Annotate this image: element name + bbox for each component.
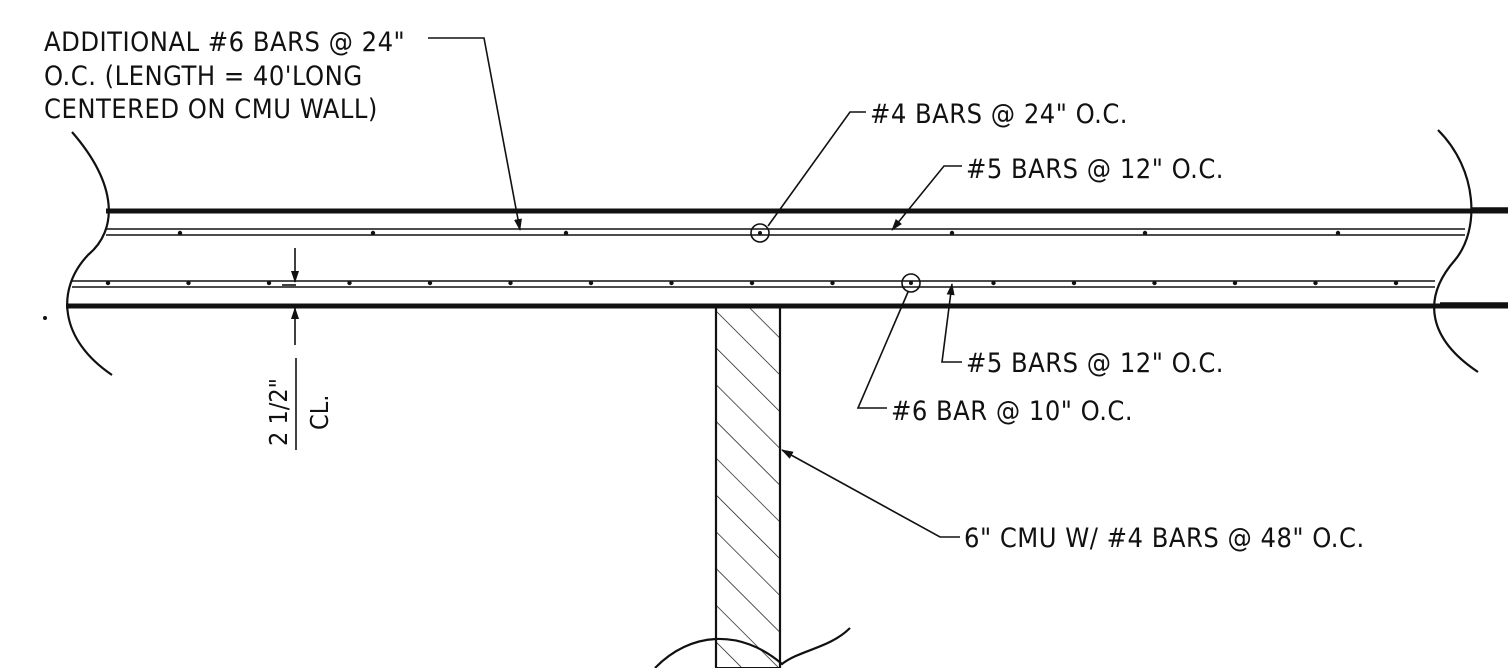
leader-bottom-bars-6 [856,291,909,409]
rebar-callout-circle-top [750,223,770,243]
note-additional-bars-line-3: CENTERED ON CMU WALL) [44,94,378,125]
rebar-callout-circle-bottom [901,273,921,293]
rebar-dot [588,280,594,286]
rebar-circle-dot-bottom [909,281,913,285]
rebar-dot [508,280,513,286]
top-rebar-dots [177,230,1341,236]
note-bottom-bars-5: #5 BARS @ 12" O.C. [966,348,1224,379]
leader-top-bars-5 [891,165,962,231]
rebar-dot [370,230,376,236]
rebar-dot [186,280,191,286]
note-additional-bars-line-2: O.C. (LENGTH = 40'LONG [44,61,363,92]
rebar-dot [1152,280,1157,286]
leader-cmu-wall [781,449,960,538]
note-additional-bars-line-1: ADDITIONAL #6 BARS @ 24" [44,27,405,58]
break-line-right [1433,129,1479,373]
rebar-dot [1071,280,1077,286]
rebar-circle-dot-top [758,231,762,235]
rebar-dot [1335,230,1341,236]
rebar-dot [669,280,674,286]
rebar-dot [563,230,569,236]
leader-additional-bars [428,37,522,231]
rebar-dot [266,280,272,286]
dimension-value: 2 1/2" [264,378,293,446]
break-line-left [66,131,113,376]
note-bottom-bars-6: #6 BAR @ 10" O.C. [891,396,1133,427]
cmu-wall [715,305,781,668]
note-top-bars-4: #4 BARS @ 24" O.C. [870,99,1128,130]
note-top-bars-5: #5 BARS @ 12" O.C. [966,154,1224,185]
rebar-dot [177,230,183,236]
rebar-dot [949,230,955,236]
stray-mark [43,316,47,320]
rebar-dot [1232,280,1238,286]
rebar-dot [105,280,111,286]
rebar-dot [749,280,755,286]
note-cmu-wall: 6" CMU W/ #4 BARS @ 48" O.C. [964,523,1365,554]
rebar-dot [991,280,996,286]
rebar-dot [347,280,352,286]
rebar-dot [1142,230,1148,236]
rebar-dot [1393,280,1399,286]
dimension-reference: CL. [305,395,334,430]
leader-bottom-bars-5 [941,283,962,363]
rebar-dot [1313,280,1318,286]
leader-top-bars-4 [767,111,866,227]
rebar-dot [427,280,433,286]
rebar-dot [830,280,835,286]
bottom-rebar-dots [105,280,1399,286]
